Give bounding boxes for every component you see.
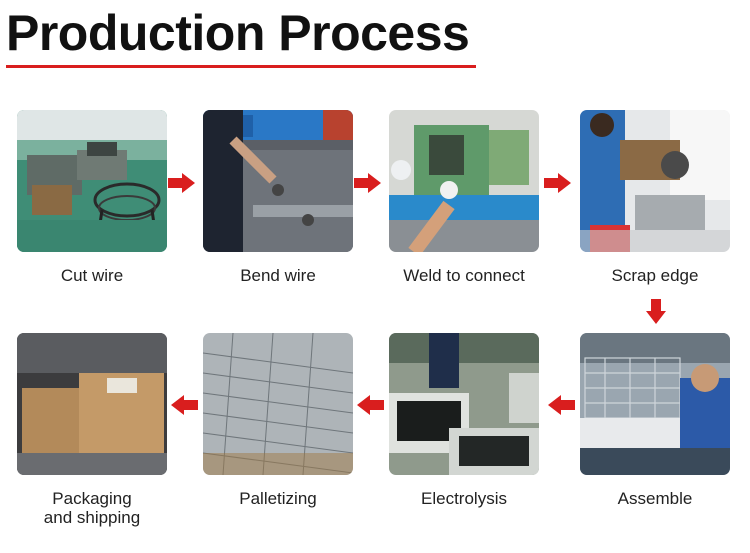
step-label-cut-wire: Cut wire [60,266,124,285]
photo-cut-wire [17,110,167,252]
arrow-left-icon [171,395,198,415]
arrow-right-icon [544,173,571,193]
arrow-left-icon [357,395,384,415]
arrow-down-icon [646,299,666,324]
arrow-left-icon [548,395,575,415]
step-label-bend-wire: Bend wire [240,266,316,285]
photo-weld-to-connect [389,110,539,252]
photo-assemble [580,333,730,475]
photo-bend-wire [203,110,353,252]
photo-packaging-and-shipping [17,333,167,475]
step-label-packaging-and-shipping: Packaging and shipping [43,489,141,527]
photo-electrolysis [389,333,539,475]
step-label-electrolysis: Electrolysis [421,489,507,508]
title-underline [6,65,476,68]
step-label-palletizing: Palletizing [239,489,317,508]
photo-scrap-edge [580,110,730,252]
step-label-assemble: Assemble [617,489,693,508]
step-label-scrap-edge: Scrap edge [611,266,699,285]
photo-palletizing [203,333,353,475]
step-label-weld-to-connect: Weld to connect [403,266,525,285]
arrow-right-icon [354,173,381,193]
arrow-right-icon [168,173,195,193]
page-title: Production Process [6,5,470,61]
